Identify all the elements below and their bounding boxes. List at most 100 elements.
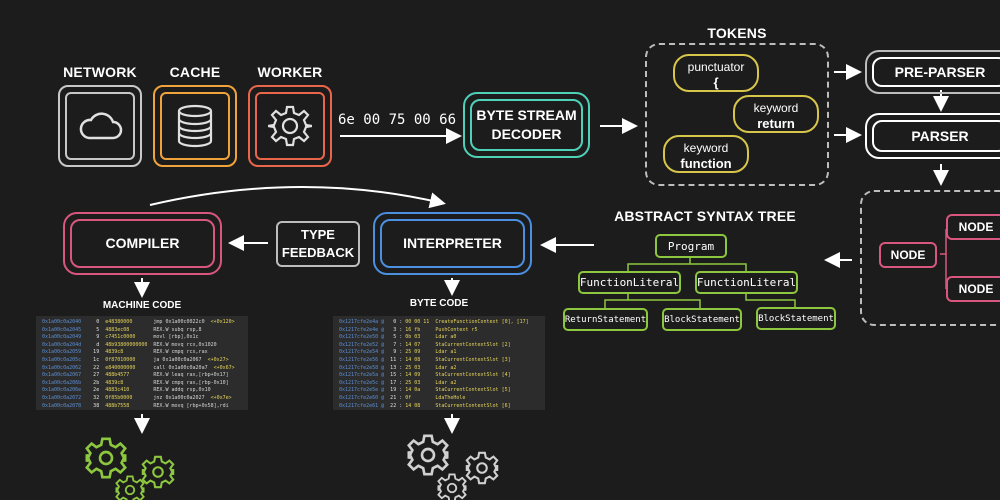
code-offset: 3 :	[387, 326, 406, 333]
machine-code-row: 0x1a00c0a2078 38 488b7558 REX.W movq [rb…	[42, 403, 242, 410]
code-offset: 5 :	[387, 334, 406, 341]
code-instruction: StaCurrentContextSlot [3]	[435, 356, 511, 363]
code-address: 0x1217cfe2e4e @	[339, 326, 388, 333]
machine-code-row: 0x1a00c0a2062 22 e840000000 call 0x1a00c…	[42, 365, 242, 373]
code-hex: 4883ec08	[105, 326, 154, 333]
network-box	[58, 85, 142, 167]
code-offset: 22	[90, 364, 106, 371]
byte-code-row: 0x1217cfe2e60 @ 21 : 0f LdaTheHole	[339, 395, 539, 403]
code-address: 0x1217cfe2e61 @	[339, 402, 388, 409]
code-instruction: REX.W cmpq rcx,rax	[153, 349, 214, 356]
code-instruction: StaCurrentContextSlot [6]	[435, 402, 511, 409]
code-offset: 27	[90, 372, 106, 379]
machine-code-listing: 0x1a00c0a2040 0 e48380000 jmp 0x1a00c002…	[36, 316, 248, 410]
ast-title: ABSTRACT SYNTAX TREE	[614, 208, 796, 224]
byte-code-row: 0x1217cfe2e5c @ 17 : 25 03 Ldar a2	[339, 380, 539, 388]
code-address: 0x1217cfe2e60 @	[339, 394, 388, 401]
code-hex: 25 03	[405, 364, 436, 371]
code-address: 0x1a00c0a204d	[42, 341, 91, 348]
code-offset: 38	[90, 402, 106, 409]
code-address: 0x1a00c0a206b	[42, 379, 91, 386]
code-instruction: PushContext r5	[435, 326, 478, 333]
code-hex: 4839c8	[105, 379, 154, 386]
machine-code-row: 0x1a00c0a205c 1c 0f87010000 ja 0x1a00c0a…	[42, 357, 242, 365]
code-instruction: call 0x1a00c0a20a7	[153, 364, 214, 371]
token-value: function	[680, 156, 732, 171]
token-kind: keyword	[683, 141, 729, 155]
compiler-label: COMPILER	[70, 219, 215, 268]
code-instruction: REX.W subq rsp,8	[153, 326, 208, 333]
ast-block-statement-node: BlockStatement	[756, 307, 836, 330]
code-offset: 17 :	[387, 379, 406, 386]
token-keyword-function: keyword function	[663, 135, 749, 173]
machine-code-row: 0x1a00c0a2049 9 c7451c0000 movl [rbp],0x…	[42, 334, 242, 342]
byte-code-row: 0x1217cfe2e52 @ 7 : 14 07 StaCurrentCont…	[339, 342, 539, 350]
byte-code-row: 0x1217cfe2e4e @ 3 : 16 fb PushContext r5	[339, 327, 539, 335]
byte-code-row: 0x1217cfe2e5a @ 15 : 14 09 StaCurrentCon…	[339, 372, 539, 380]
code-offset: 9	[90, 334, 106, 341]
ast-function-literal-node: FunctionLiteral	[695, 271, 798, 294]
byte-code-row: 0x1217cfe2e54 @ 9 : 25 09 Ldar a1	[339, 349, 539, 357]
token-value: return	[757, 116, 795, 131]
code-offset: 13 :	[387, 364, 406, 371]
code-offset: 7 :	[387, 341, 406, 348]
code-instruction: CreateFunctionContext [0], [17]	[435, 319, 529, 325]
code-hex: 14 08	[405, 402, 436, 409]
ast-block-statement-node: BlockStatement	[662, 308, 742, 331]
node-group	[860, 190, 1000, 326]
code-hex: 488b4577	[105, 372, 154, 379]
code-hex: 16 fb	[405, 326, 436, 333]
code-offset: 1c	[90, 356, 106, 363]
code-address: 0x1a00c0a2067	[42, 372, 91, 379]
code-instruction: jmp 0x1a00c0022c0	[153, 319, 211, 325]
code-offset: 9 :	[387, 349, 406, 356]
code-hex: 0b 03	[405, 334, 436, 341]
token-kind: punctuator	[687, 60, 745, 74]
byte-code-row: 0x1217cfe2e56 @ 11 : 14 08 StaCurrentCon…	[339, 357, 539, 365]
byte-stream-text: 6e 00 75 00 66	[338, 112, 457, 128]
token-keyword-return: keyword return	[733, 95, 819, 133]
code-annotation: <+0x120>	[210, 319, 235, 325]
cache-box	[153, 85, 237, 167]
code-address: 0x1a00c0a2045	[42, 326, 91, 333]
code-instruction: movl [rbp],0x1c	[153, 334, 205, 341]
token-kind: keyword	[753, 101, 799, 115]
code-hex: 0f	[405, 394, 436, 401]
code-annotation: <+0x67>	[213, 364, 235, 371]
code-offset: d	[90, 341, 106, 348]
code-address: 0x1a00c0a2059	[42, 349, 91, 356]
code-instruction: StaCurrentContextSlot [4]	[435, 372, 511, 379]
code-address: 0x1a00c0a2078	[42, 402, 91, 409]
code-instruction: REX.W leaq rax,[rbp+0x17]	[153, 372, 235, 379]
machine-code-row: 0x1a00c0a2040 0 e48380000 jmp 0x1a00c002…	[42, 319, 242, 327]
node-left: NODE	[879, 242, 937, 268]
byte-code-title: BYTE CODE	[409, 298, 469, 309]
code-instruction: REX.W cmpq rax,[rbp-0x10]	[153, 379, 235, 386]
byte-stream-decoder: BYTE STREAM DECODER	[463, 92, 590, 158]
code-address: 0x1a00c0a2062	[42, 364, 91, 371]
machine-code-row: 0x1a00c0a204d d 48b93800000000 REX.W mov…	[42, 342, 242, 350]
interpreter-label: INTERPRETER	[380, 219, 525, 268]
machine-code-row: 0x1a00c0a206e 2e 4883c410 REX.W addq rsp…	[42, 387, 242, 395]
code-address: 0x1217cfe2e56 @	[339, 356, 388, 363]
code-offset: 22 :	[387, 402, 406, 409]
code-address: 0x1217cfe2e52 @	[339, 341, 388, 348]
pre-parser-label: PRE-PARSER	[872, 57, 1000, 87]
code-instruction: jnz 0x1a00c0a2027	[153, 394, 211, 401]
code-instruction: REX.W movq rcx,0x1020	[153, 341, 223, 348]
tokens-group	[645, 43, 829, 186]
code-instruction: LdaTheHole	[435, 394, 466, 401]
token-punctuator: punctuator {	[673, 54, 759, 92]
pre-parser-box: PRE-PARSER	[865, 50, 1000, 94]
code-instruction: StaCurrentContextSlot [2]	[435, 341, 511, 348]
code-address: 0x1a00c0a205c	[42, 356, 91, 363]
code-hex: 25 03	[405, 379, 436, 386]
code-address: 0x1a00c0a2072	[42, 394, 91, 401]
code-address: 0x1217cfe2e5e @	[339, 387, 388, 394]
code-offset: 21 :	[387, 394, 406, 401]
ast-program-node: Program	[655, 234, 727, 258]
code-hex: 0f85b0000	[105, 394, 154, 401]
node-top: NODE	[946, 214, 1000, 240]
machine-code-row: 0x1a00c0a206b 2b 4839c8 REX.W cmpq rax,[…	[42, 380, 242, 388]
code-address: 0x1217cfe2e5a @	[339, 372, 388, 379]
